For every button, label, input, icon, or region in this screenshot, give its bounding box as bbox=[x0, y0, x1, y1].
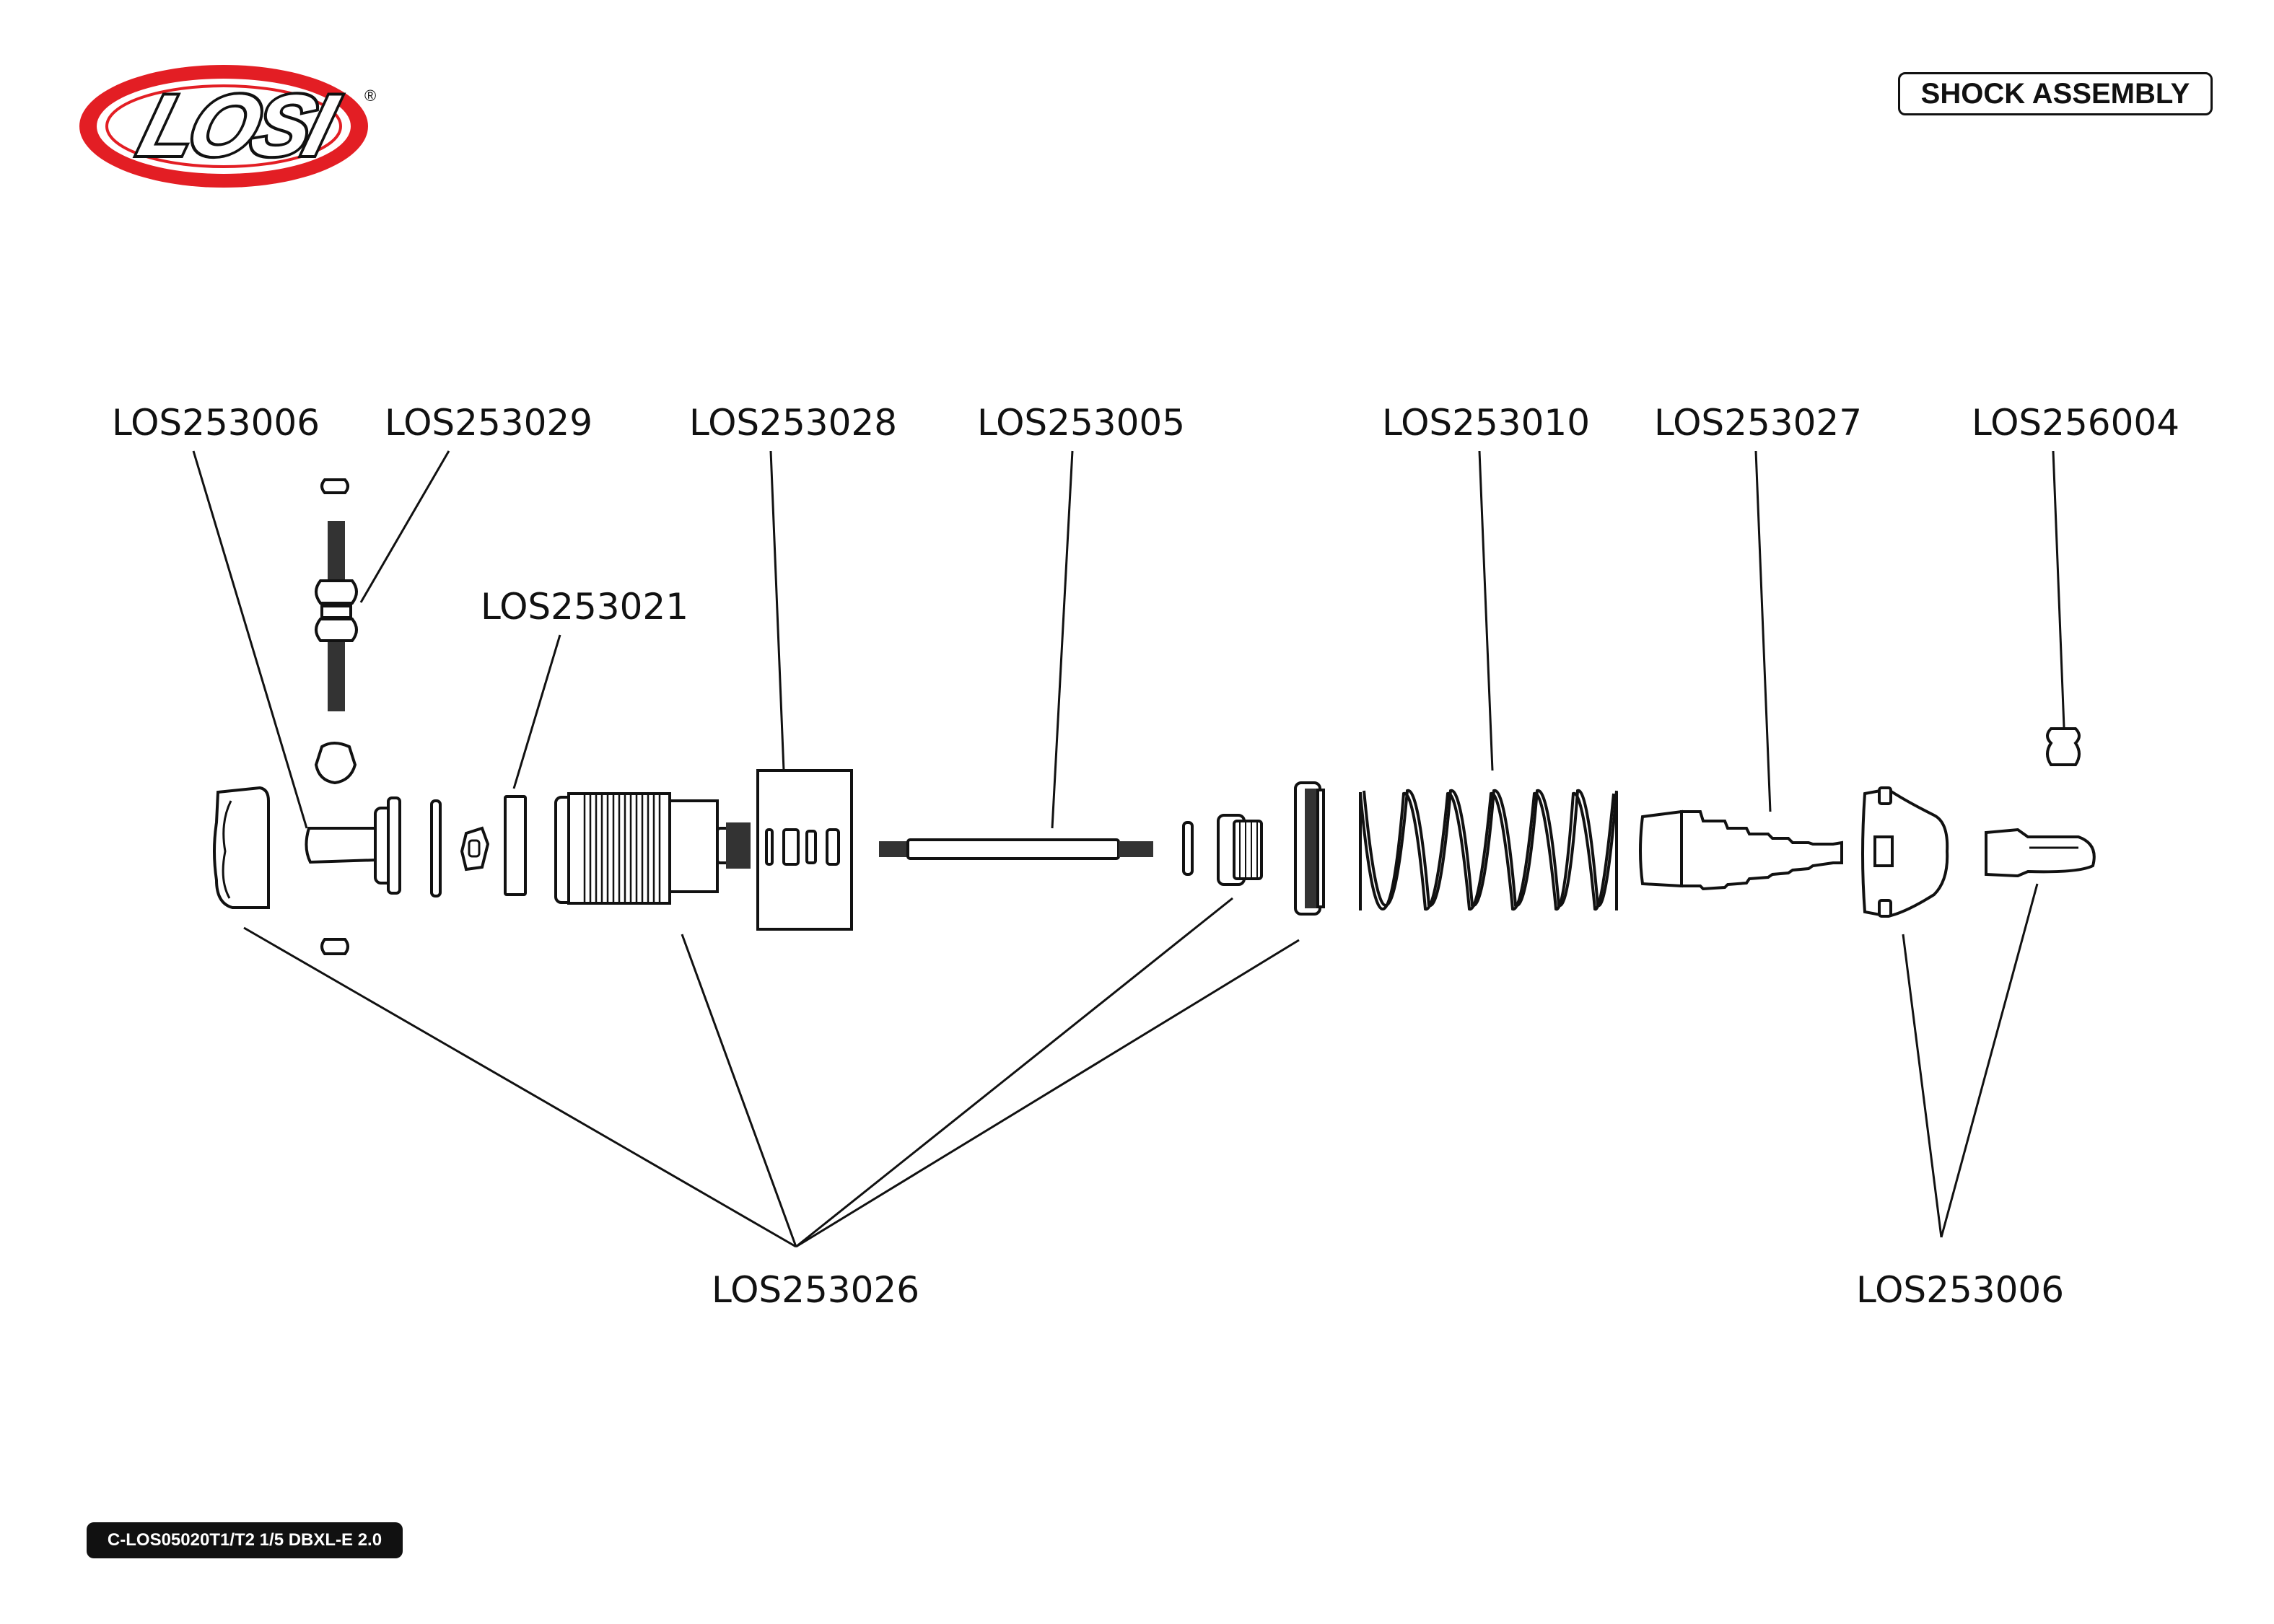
lower-mount-cup bbox=[1861, 786, 1949, 918]
callout-los253006-top: LOS253006 bbox=[112, 402, 320, 444]
model-badge: C-LOS05020T1/T2 1/5 DBXL-E 2.0 bbox=[87, 1522, 403, 1558]
callout-los253021: LOS253021 bbox=[481, 586, 688, 628]
callout-los253026: LOS253026 bbox=[712, 1269, 919, 1311]
svg-text:LOSI: LOSI bbox=[131, 76, 348, 174]
spacer bbox=[504, 795, 527, 896]
callout-los256004: LOS256004 bbox=[1972, 402, 2179, 444]
shock-cap bbox=[213, 786, 270, 909]
callout-los253029: LOS253029 bbox=[385, 402, 592, 444]
spring bbox=[1359, 789, 1618, 911]
registered-mark: ® bbox=[364, 87, 376, 105]
shock-shaft bbox=[879, 838, 1153, 860]
small-nut bbox=[460, 826, 490, 872]
callout-los253006-bottom: LOS253006 bbox=[1856, 1269, 2064, 1311]
leader-lines bbox=[192, 450, 2065, 1248]
spring-collar bbox=[1294, 781, 1325, 916]
o-ring bbox=[430, 799, 442, 897]
seal-cap bbox=[1217, 814, 1263, 886]
small-bushing bbox=[2046, 727, 2081, 766]
rod-end-right bbox=[1985, 828, 2096, 878]
stud-bushing bbox=[314, 478, 358, 955]
shock-body bbox=[554, 792, 751, 905]
page-title: SHOCK ASSEMBLY bbox=[1898, 72, 2213, 115]
callout-los253027: LOS253027 bbox=[1654, 402, 1862, 444]
callout-los253010: LOS253010 bbox=[1382, 402, 1590, 444]
o-ring-set bbox=[756, 769, 853, 931]
callout-los253028: LOS253028 bbox=[689, 402, 897, 444]
parts bbox=[213, 478, 2096, 955]
shock-boot bbox=[1639, 809, 1843, 891]
callout-los253005: LOS253005 bbox=[977, 402, 1185, 444]
shaft-o-ring bbox=[1182, 821, 1194, 876]
rod-end-left bbox=[305, 796, 401, 895]
losi-logo: LOSI ® bbox=[79, 65, 376, 188]
